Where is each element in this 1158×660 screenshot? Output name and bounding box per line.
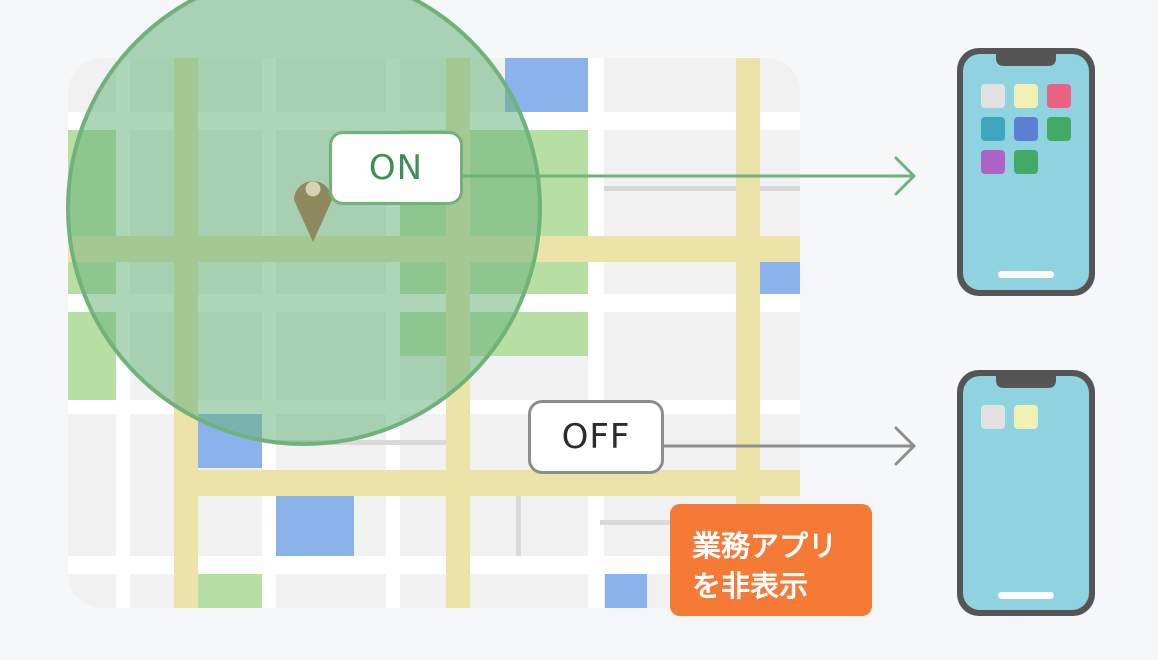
- badge-line-2: を非表示: [692, 569, 809, 603]
- hide-app-badge: 業務アプリ を非表示: [670, 504, 872, 616]
- home-indicator: [998, 271, 1054, 278]
- lanes: [276, 186, 800, 556]
- app-icon: [1047, 117, 1071, 141]
- app-grid: [981, 84, 1071, 174]
- home-indicator: [998, 592, 1054, 599]
- phone-off: [957, 370, 1095, 616]
- app-icon: [1014, 117, 1038, 141]
- app-grid: [981, 405, 1038, 429]
- app-icon: [981, 150, 1005, 174]
- app-icon: [981, 84, 1005, 108]
- app-icon: [981, 405, 1005, 429]
- app-icon: [1014, 150, 1038, 174]
- phone-notch: [996, 376, 1056, 388]
- on-arrow: [461, 156, 916, 196]
- app-icon: [981, 117, 1005, 141]
- off-arrow: [662, 426, 916, 466]
- badge-line-1: 業務アプリ: [692, 529, 838, 563]
- app-icon: [1014, 84, 1038, 108]
- on-label: ON: [329, 131, 463, 205]
- app-icon: [1014, 405, 1038, 429]
- phone-on: [957, 48, 1095, 296]
- location-pin-icon: [294, 181, 332, 242]
- off-label: OFF: [528, 400, 664, 474]
- phone-notch: [996, 54, 1056, 66]
- app-icon: [1047, 84, 1071, 108]
